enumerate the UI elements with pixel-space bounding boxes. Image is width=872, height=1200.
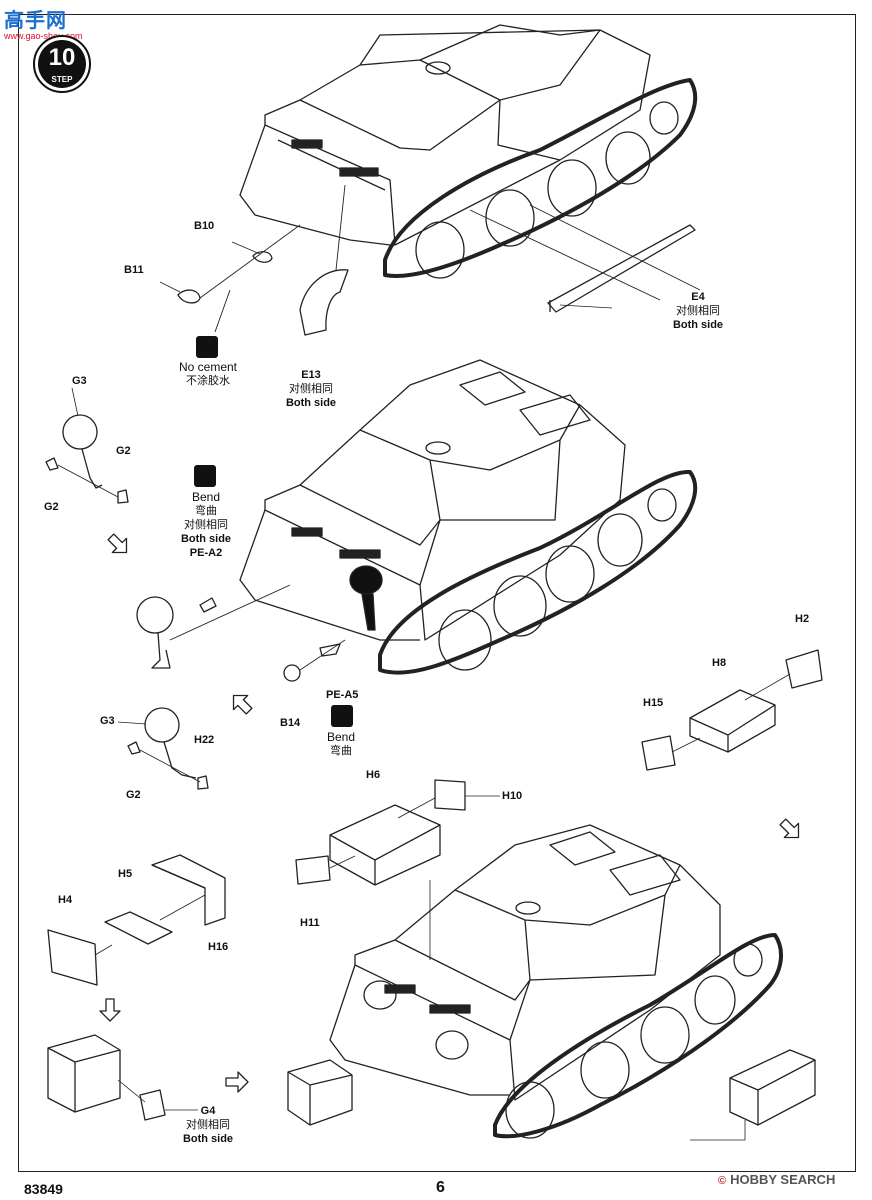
part-label-pe-a5: PE-A5 [326, 689, 359, 701]
e4-callout: E4 对侧相同 Both side [672, 291, 724, 331]
part-label-h22: H22 [194, 734, 215, 746]
part-label-h11: H11 [300, 917, 320, 929]
part-label-h5: H5 [118, 868, 133, 880]
g4-callout: G4 对侧相同 Both side [182, 1105, 234, 1145]
no-cement-icon [196, 336, 218, 358]
vehicle-bottom [329, 824, 783, 1139]
part-label-g2: G2 [44, 501, 59, 513]
step-label: STEP [51, 75, 73, 84]
vehicle-middle [239, 359, 698, 675]
vehicle-top [239, 24, 698, 279]
bend-icon [194, 465, 216, 487]
bend-icon [331, 705, 353, 727]
part-label-g2: G2 [116, 445, 131, 457]
part-label-h8: H8 [712, 657, 727, 669]
part-label-h2: H2 [795, 613, 810, 625]
site-watermark: 高手网 www.gao-shou.com [4, 10, 83, 41]
part-label-h16: H16 [208, 941, 229, 953]
part-label-b10: B10 [194, 220, 215, 232]
hobby-search-watermark: ©HOBBY SEARCH [718, 1172, 836, 1187]
part-label-h4: H4 [58, 894, 73, 906]
part-label-g3: G3 [72, 375, 87, 387]
no-cement-note: No cement 不涂胶水 [178, 360, 238, 387]
bend-callout-pe-a2: Bend 弯曲 对侧相同 Both side PE-A2 [180, 490, 232, 559]
part-label-g2: G2 [126, 789, 141, 801]
part-label-h10: H10 [502, 790, 523, 802]
part-label-b11: B11 [124, 264, 144, 276]
page-number: 6 [436, 1179, 445, 1196]
step-badge [33, 35, 91, 93]
step-number: 10 [48, 44, 76, 71]
product-code: 83849 [24, 1181, 63, 1197]
part-label-g3: G3 [100, 715, 115, 727]
bend-callout-pe-a5: Bend 弯曲 [326, 730, 356, 757]
part-label-b14: B14 [280, 717, 301, 729]
e13-callout: E13 对侧相同 Both side [285, 369, 337, 409]
part-label-h15: H15 [643, 697, 664, 709]
page-border [18, 14, 856, 1172]
part-label-h6: H6 [366, 769, 381, 781]
